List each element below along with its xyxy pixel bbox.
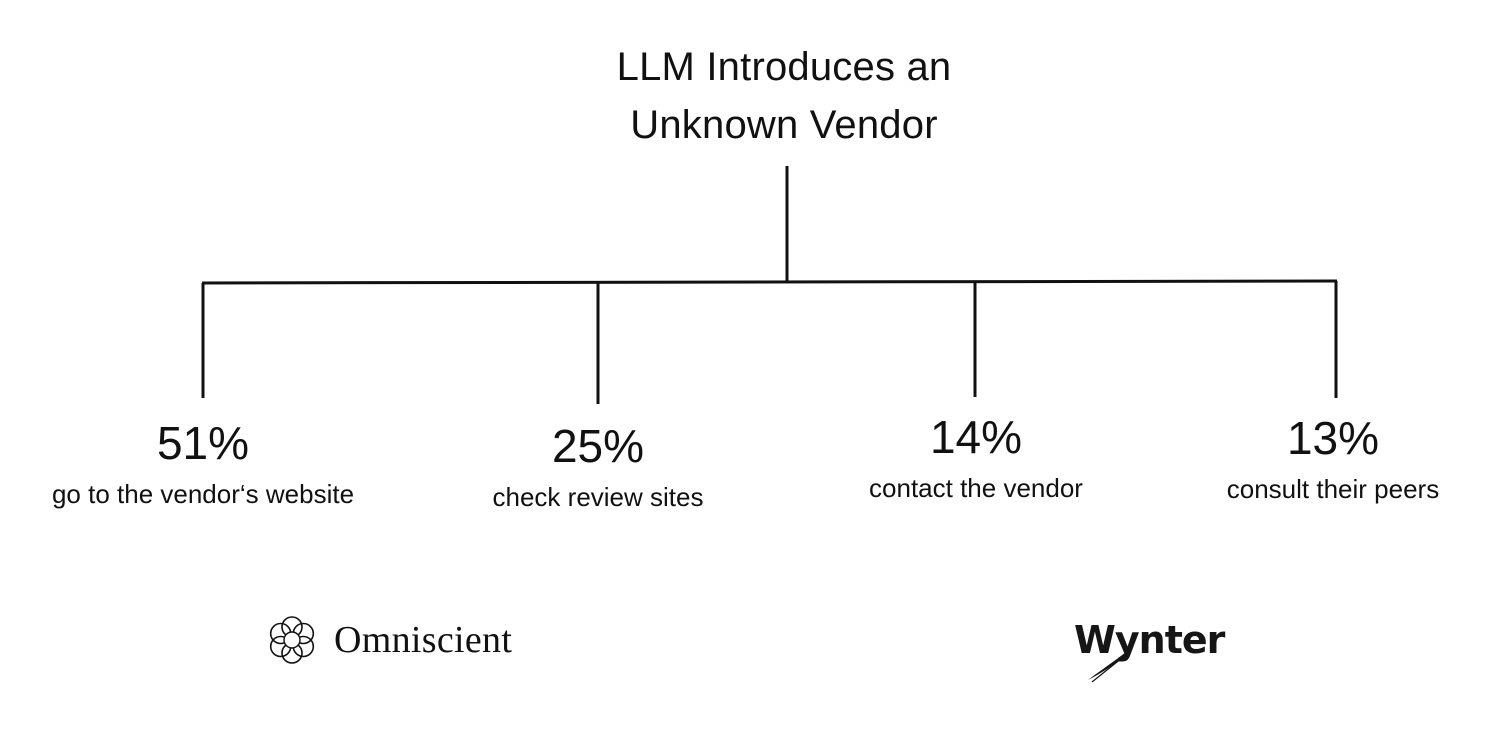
branch-percent: 14% (929, 411, 1023, 463)
omniscient-wordmark: Omniscient (334, 619, 513, 661)
wynter-wordmark: Wynter (1074, 618, 1225, 662)
horizontal-bar (201, 279, 1338, 285)
title-line-1: LLM Introduces an (616, 45, 952, 89)
branch-percent: 13% (1286, 412, 1380, 464)
branch-label: go to the vendor‘s website (51, 479, 355, 509)
branch-percent: 51% (156, 417, 250, 469)
wynter-logo: Wynter (1074, 612, 1225, 683)
knot-ring-icon (269, 616, 315, 664)
branch-website: 51% go to the vendor‘s website (13, 415, 393, 511)
branch-label: consult their peers (1226, 474, 1440, 504)
branch-consult-peers: 13% consult their peers (1143, 410, 1488, 506)
omniscient-logo: Omniscient (264, 612, 512, 668)
branch-percent: 25% (551, 420, 645, 472)
branch-label: contact the vendor (869, 473, 1083, 503)
diagram-title: LLM Introduces an Unknown Vendor (444, 38, 1124, 154)
brush-swoosh-icon (1088, 652, 1126, 683)
branch-contact-vendor: 14% contact the vendor (786, 409, 1166, 505)
title-line-2: Unknown Vendor (630, 103, 938, 147)
branch-review-sites: 25% check review sites (408, 418, 788, 514)
branch-label: check review sites (492, 482, 704, 512)
